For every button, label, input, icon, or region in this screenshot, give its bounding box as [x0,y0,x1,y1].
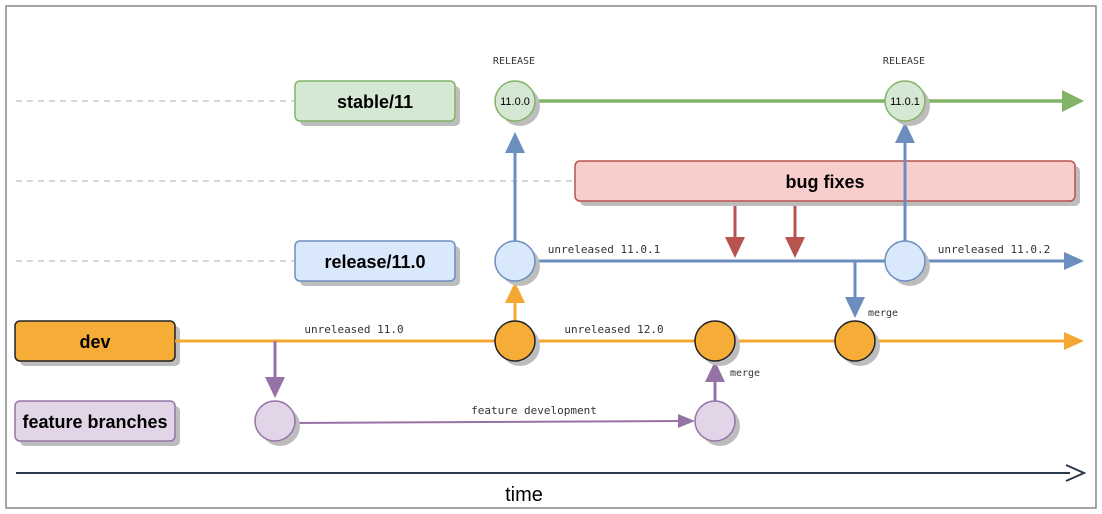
stable-lane-box: stable/11 [294,80,460,126]
label-feature-development: feature development [471,404,597,417]
release-heading-1: RELEASE [493,56,535,67]
bug-fixes-label: bug fixes [785,172,864,192]
release-to-stable-arrow-2 [895,122,915,241]
stable-commit-11-0-0: 11.0.0 [494,80,540,126]
release-lane-label: release/11.0 [324,252,425,272]
stable-branch-line [535,90,1084,112]
release-heading-2: RELEASE [883,56,925,67]
release-to-stable-arrow-1 [505,132,525,241]
dev-lane-label: dev [79,332,110,352]
commit-version-11-0-0: 11.0.0 [500,96,530,108]
bug-fix-arrow-1 [725,206,745,258]
release-merge-arrow [845,261,865,318]
stable-commit-11-0-1: 11.0.1 [884,80,930,126]
bug-fix-arrow-2 [785,206,805,258]
label-merge-feature: merge [730,368,760,379]
dev-branch-line [175,332,1084,350]
label-unreleased-11-0-1: unreleased 11.0.1 [548,243,661,256]
feature-commit-2 [694,400,740,446]
time-axis-label: time [505,484,543,506]
label-unreleased-12-0: unreleased 12.0 [564,323,663,336]
dev-commit-1 [494,320,540,366]
lane-guides [16,100,574,262]
feature-lane-label: feature branches [22,412,167,432]
release-commit-1 [494,240,540,286]
release-branch-line [535,252,1084,270]
dev-commit-3 [834,320,880,366]
feature-commit-1 [254,400,300,446]
feature-lane-box: feature branches [14,400,180,446]
release-lane-box: release/11.0 [294,240,460,286]
dev-lane-box: dev [14,320,180,366]
dev-to-release-arrow [505,282,525,321]
feature-branch-line [295,414,695,428]
label-unreleased-11-0-2: unreleased 11.0.2 [938,243,1051,256]
time-axis [16,464,1087,482]
label-unreleased-11-0: unreleased 11.0 [304,323,403,336]
commit-version-11-0-1: 11.0.1 [890,96,920,108]
label-merge-release: merge [868,308,898,319]
release-commit-2 [884,240,930,286]
stable-lane-label: stable/11 [337,92,413,112]
feature-merge-arrow [705,361,725,401]
dev-commit-2 [694,320,740,366]
bug-fixes-box: bug fixes [574,160,1080,206]
dev-to-feature-arrow [265,341,285,398]
